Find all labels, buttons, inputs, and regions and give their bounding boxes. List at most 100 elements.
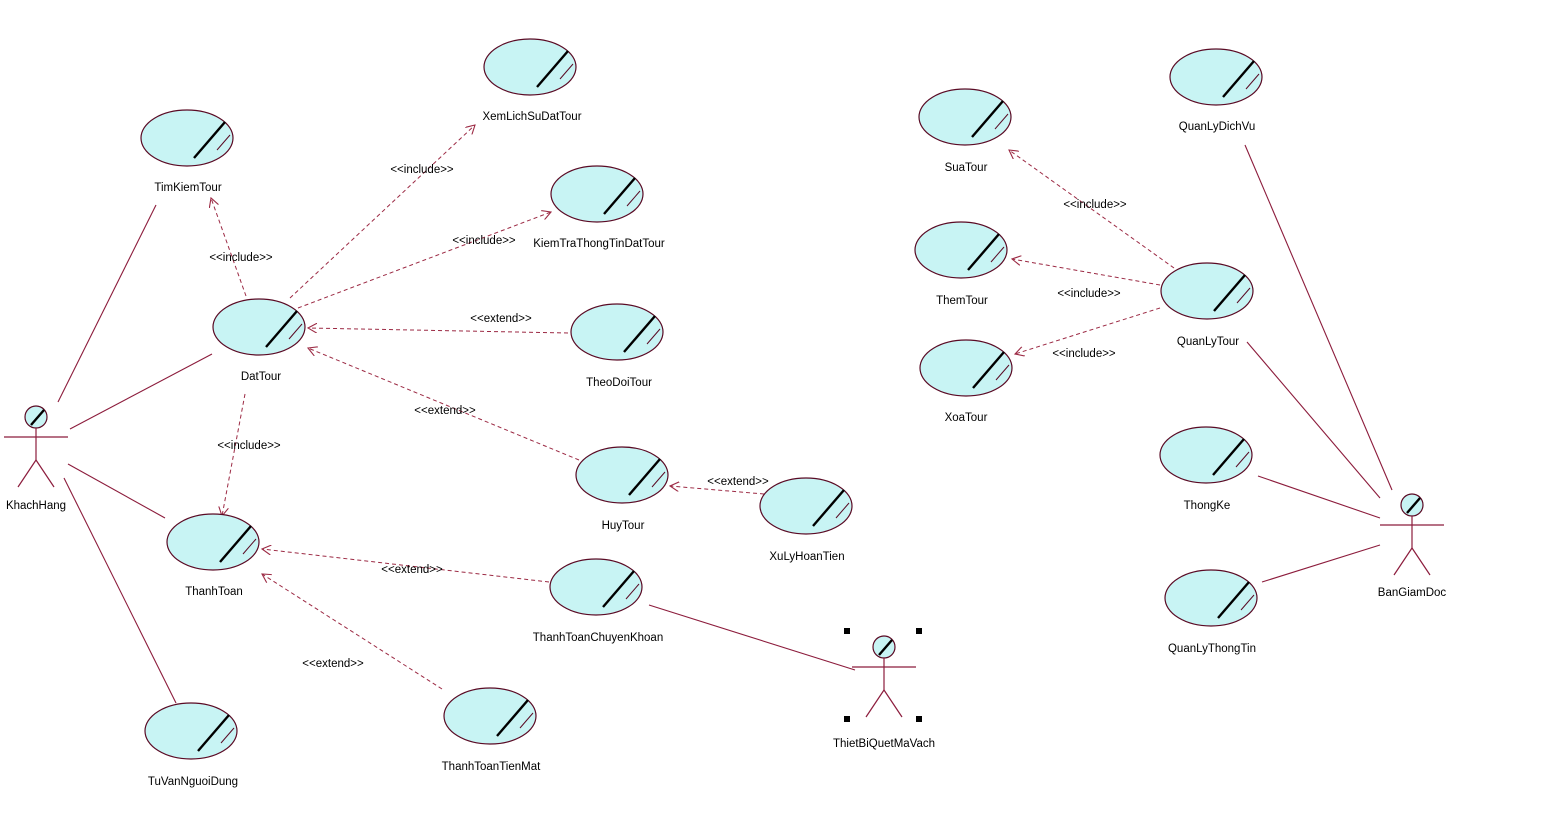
dependency-xulyhoantien-huytour[interactable] (670, 486, 765, 495)
use-case-slash-icon (1222, 60, 1255, 98)
use-case-ellipse[interactable] (1159, 426, 1253, 484)
dependency-dattour-timkiemtour[interactable] (211, 198, 247, 297)
use-case-kiemtra[interactable]: KiemTraThongTinDatTour (533, 165, 665, 250)
use-case-label: KiemTraThongTinDatTour (533, 238, 665, 250)
dependency-quanlytour-xoatour[interactable] (1015, 307, 1161, 354)
use-case-suatour[interactable]: SuaTour (918, 88, 1012, 174)
use-case-arc-mark (995, 364, 1010, 381)
use-case-timkiemtour[interactable]: TimKiemTour (140, 109, 234, 194)
actor-bangiamdoc[interactable]: BanGiamDoc (1378, 493, 1447, 599)
association-khachhang-dattour[interactable] (69, 353, 213, 430)
association-bangiamdoc-thongke[interactable] (1257, 475, 1381, 519)
use-case-ellipse[interactable] (443, 687, 537, 745)
use-case-theodoitour[interactable]: TheoDoiTour (570, 303, 664, 389)
use-case-themtour[interactable]: ThemTour (914, 221, 1008, 307)
use-case-xoatour[interactable]: XoaTour (919, 339, 1013, 424)
use-case-ellipse[interactable] (914, 221, 1008, 279)
use-case-ellipse[interactable] (1169, 48, 1263, 106)
actor-right-leg (1411, 547, 1431, 576)
association-thanhtoanck-thietbi[interactable] (648, 604, 856, 671)
use-case-ellipse[interactable] (570, 303, 664, 361)
use-case-arc-mark (559, 63, 574, 80)
association-khachhang-thanhtoan[interactable] (67, 463, 166, 519)
use-case-slash-icon (603, 177, 636, 215)
dependency-dattour-xemlichsu[interactable] (289, 125, 475, 299)
use-case-ellipse[interactable] (919, 339, 1013, 397)
use-case-arc-mark (1236, 287, 1251, 304)
stereotype-label: <<extend>> (302, 658, 364, 670)
dependency-dattour-thanhtoan[interactable] (222, 393, 246, 516)
use-case-arc-mark (519, 712, 534, 729)
dependency-quanlytour-themtour[interactable] (1012, 259, 1161, 286)
use-case-arc-mark (1240, 594, 1255, 611)
use-case-ellipse[interactable] (140, 109, 234, 167)
dependency-lines: <<include>> <<include>> <<include>> <<exten… (209, 125, 1175, 690)
use-case-ellipse[interactable] (483, 38, 577, 96)
dependency-thanhtoanck-thanhtoan[interactable] (262, 549, 550, 583)
use-case-slash-icon (197, 714, 230, 752)
selection-handle[interactable] (916, 628, 922, 634)
use-case-thanhtoanck[interactable]: ThanhToanChuyenKhoan (533, 558, 663, 644)
actor-thietbi[interactable]: ThietBiQuetMaVach (833, 628, 935, 750)
association-khachhang-tuvan[interactable] (63, 477, 177, 704)
use-case-slash-icon (812, 489, 845, 527)
use-case-thanhtoantm[interactable]: ThanhToanTienMat (442, 687, 541, 773)
use-case-quanlytour[interactable]: QuanLyTour (1160, 262, 1254, 348)
use-case-xemlichsu[interactable]: XemLichSuDatTour (482, 38, 582, 123)
use-case-arc-mark (626, 190, 641, 207)
use-case-ellipse[interactable] (144, 702, 238, 760)
use-case-label: DatTour (241, 371, 281, 383)
use-case-dattour[interactable]: DatTour (212, 298, 306, 383)
association-bangiamdoc-quanlythongtin[interactable] (1261, 544, 1381, 583)
use-case-ellipse[interactable] (918, 88, 1012, 146)
actor-khachhang[interactable]: KhachHang (4, 405, 68, 512)
dependency-theodoitour-dattour[interactable] (308, 328, 569, 334)
use-case-ellipse[interactable] (166, 513, 260, 571)
use-case-slash-icon (265, 310, 298, 348)
use-case-quanlydichvu[interactable]: QuanLyDichVu (1169, 48, 1263, 133)
dependency-quanlytour-suatour[interactable] (1009, 150, 1175, 269)
use-case-tuvan[interactable]: TuVanNguoiDung (144, 702, 238, 788)
use-case-ellipse[interactable] (1160, 262, 1254, 320)
use-case-xulyhoantien[interactable]: XuLyHoanTien (759, 477, 853, 563)
stereotype-label: <<include>> (390, 164, 454, 176)
diagram-nodes: TimKiemTour XemLichSuDatTourKiemTraThongT… (4, 38, 1447, 788)
use-case-label: QuanLyTour (1177, 336, 1239, 348)
use-case-thongke[interactable]: ThongKe (1159, 426, 1253, 512)
dependency-huytour-dattour[interactable] (308, 348, 580, 461)
use-case-ellipse[interactable] (1164, 569, 1258, 627)
stereotype-label: <<include>> (1063, 199, 1127, 211)
actor-head-icon (1400, 493, 1424, 517)
use-case-arc-mark (646, 328, 661, 345)
association-bangiamdoc-quanlytour[interactable] (1246, 341, 1381, 499)
actor-left-leg (865, 689, 885, 718)
use-case-label: XuLyHoanTien (769, 551, 844, 563)
use-case-arc-mark (651, 471, 666, 488)
selection-handle[interactable] (844, 628, 850, 634)
association-bangiamdoc-quanlydichvu[interactable] (1244, 144, 1393, 491)
use-case-label: XemLichSuDatTour (482, 111, 581, 123)
use-case-thanhtoan[interactable]: ThanhToan (166, 513, 260, 598)
stereotype-label: <<include>> (209, 252, 273, 264)
use-case-label: TheoDoiTour (586, 377, 652, 389)
use-case-quanlythongtin[interactable]: QuanLyThongTin (1164, 569, 1258, 655)
selection-handle[interactable] (844, 716, 850, 722)
dependency-thanhtoantm-thanhtoan[interactable] (262, 574, 443, 690)
use-case-arc-mark (1235, 451, 1250, 468)
use-case-ellipse[interactable] (549, 558, 643, 616)
stereotype-label: <<include>> (1052, 348, 1116, 360)
association-khachhang-timkiemtour[interactable] (57, 204, 157, 403)
use-case-ellipse[interactable] (212, 298, 306, 356)
use-case-huytour[interactable]: HuyTour (575, 446, 669, 532)
use-case-ellipse[interactable] (550, 165, 644, 223)
dependency-dattour-kiemtra[interactable] (297, 212, 551, 309)
use-case-slash-icon (1213, 274, 1246, 312)
use-case-ellipse[interactable] (759, 477, 853, 535)
stereotype-label: <<extend>> (381, 564, 443, 576)
use-case-slash-icon (623, 315, 656, 353)
use-case-ellipse[interactable] (575, 446, 669, 504)
use-case-slash-icon (219, 525, 252, 563)
actor-head-icon (24, 405, 48, 429)
use-case-slash-icon (628, 458, 661, 496)
selection-handle[interactable] (916, 716, 922, 722)
